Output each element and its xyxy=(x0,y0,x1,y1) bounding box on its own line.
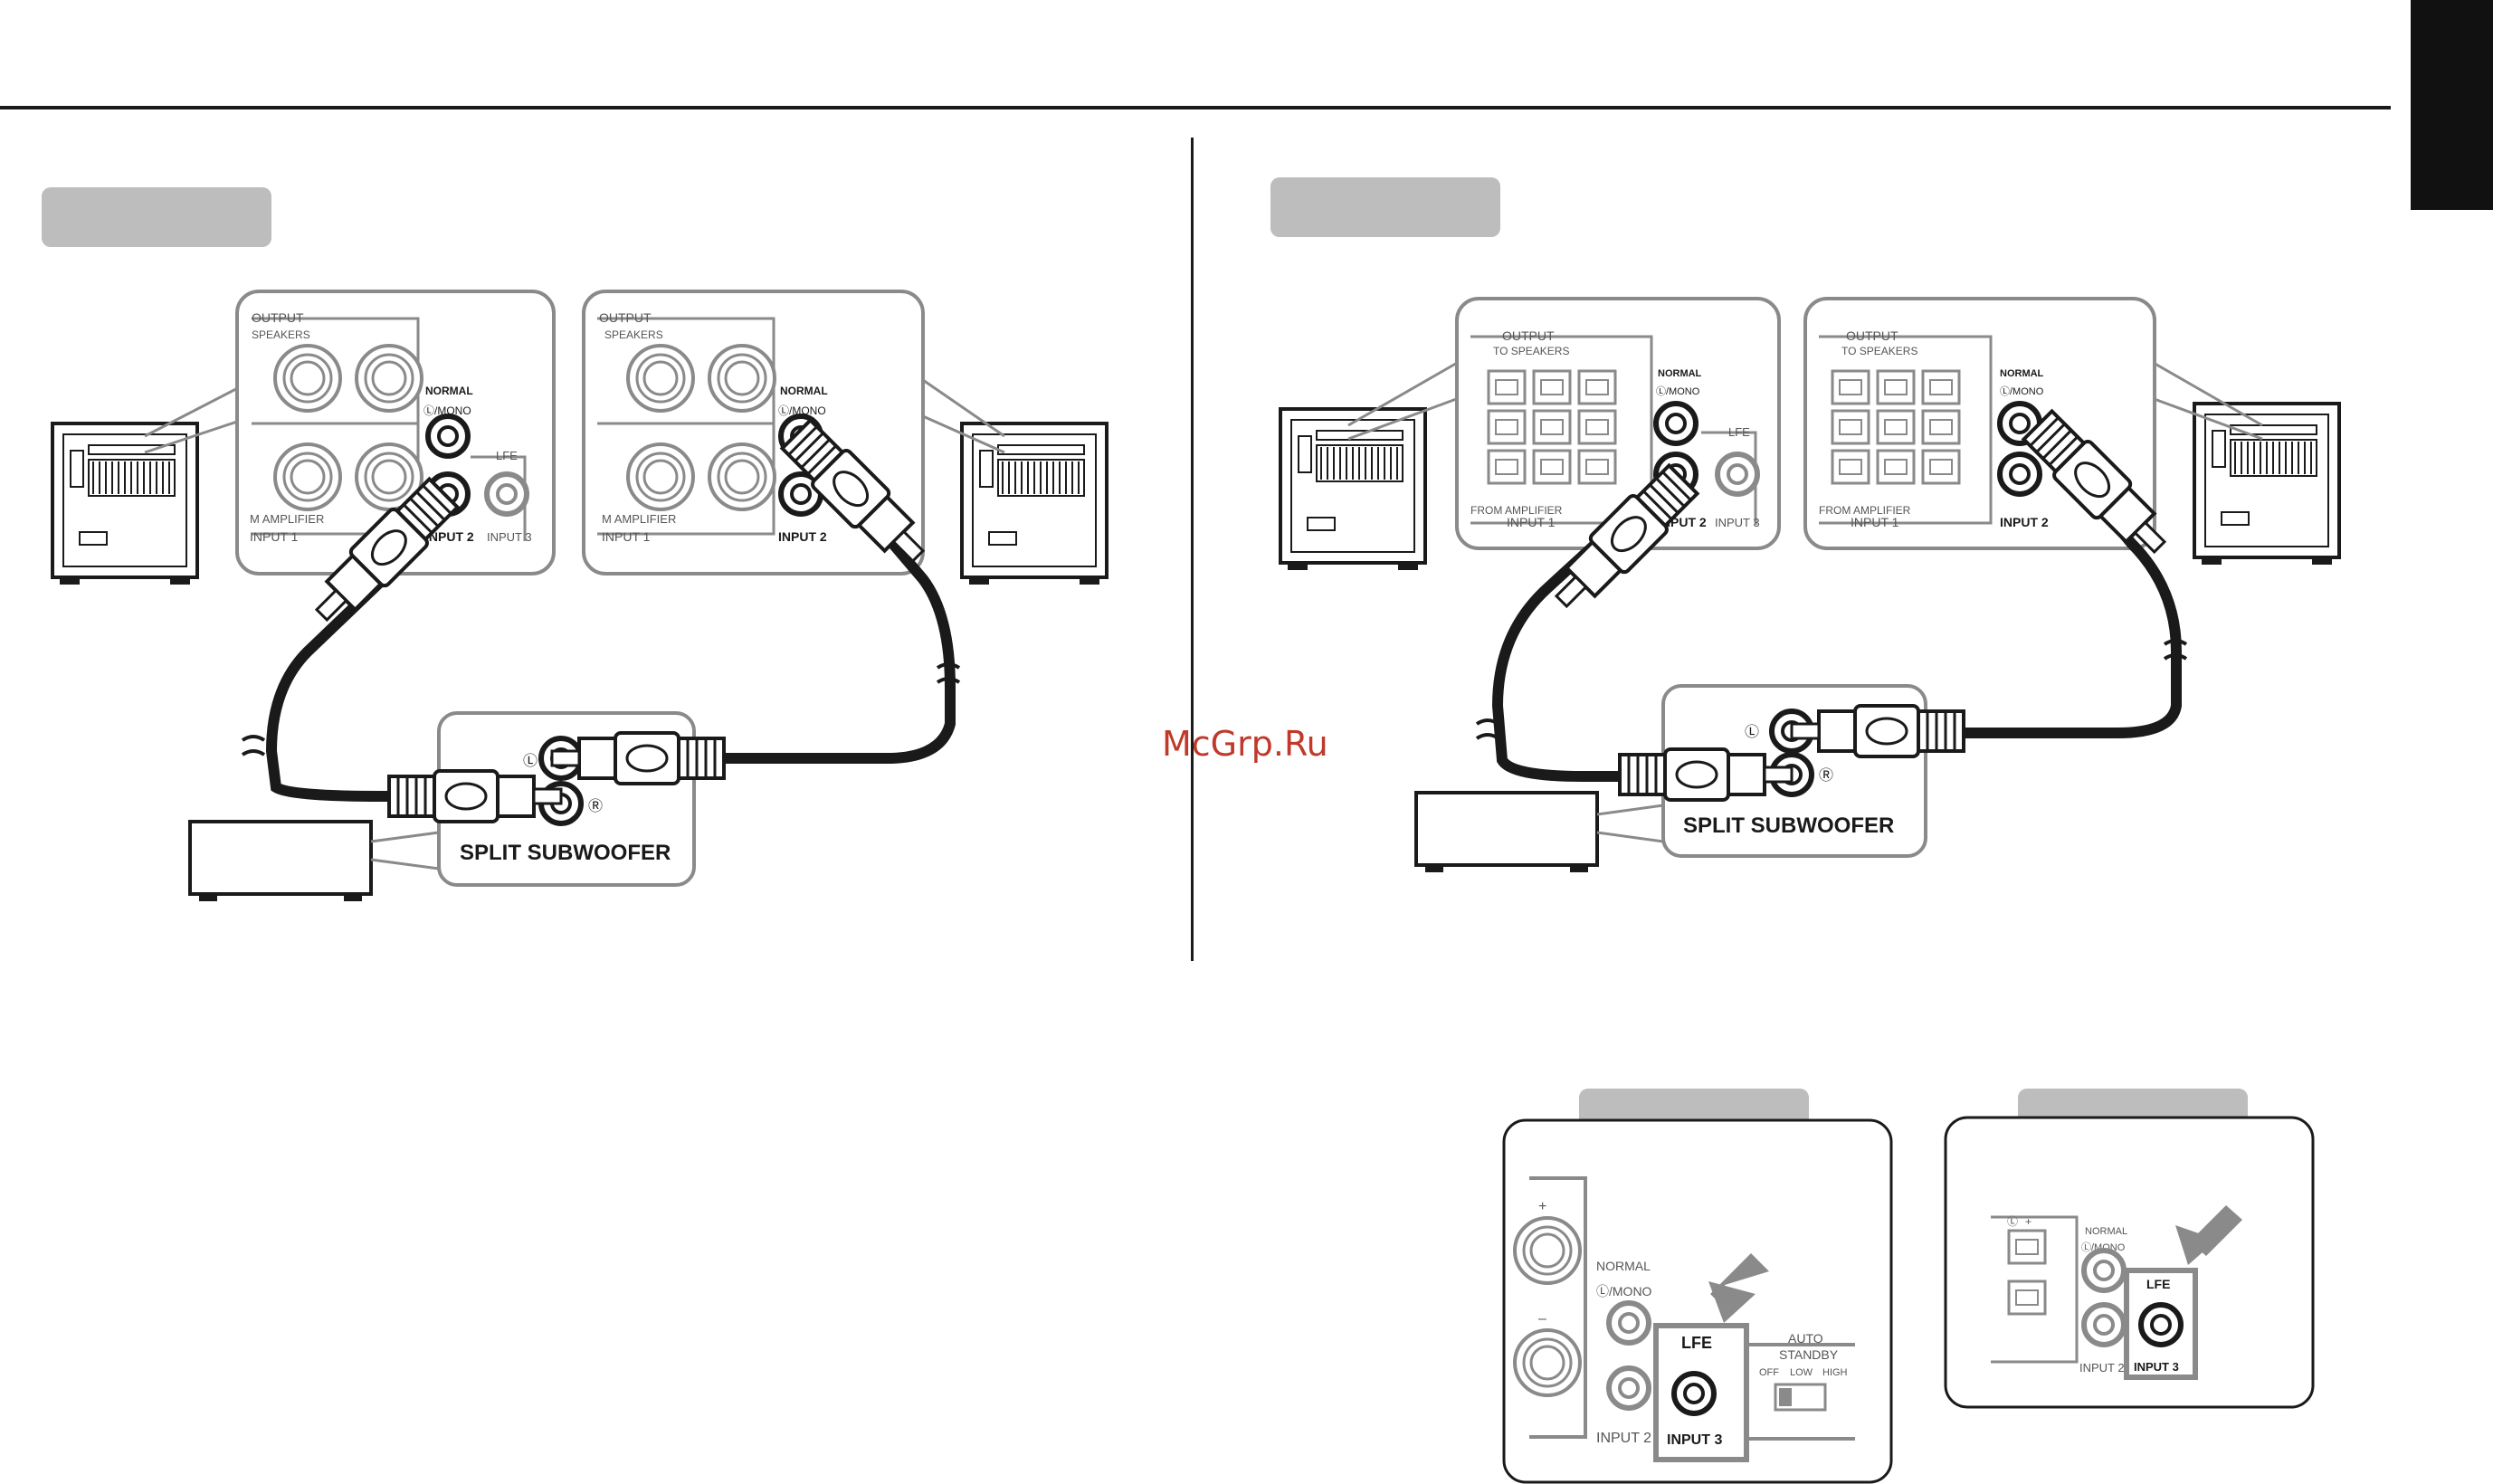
label-input2-d: INPUT 2 xyxy=(2000,515,2049,529)
lfe-highlight-box-2 xyxy=(2124,1268,2198,1380)
label-low-d1: LOW xyxy=(1790,1367,1813,1378)
label-m-amplifier-b: M AMPLIFIER xyxy=(602,512,676,526)
label-normal-c: NORMAL xyxy=(1658,368,1702,379)
label-input2-a: INPUT 2 xyxy=(425,529,474,544)
label-lmono-d2: Ⓛ/MONO xyxy=(2081,1241,2126,1253)
lfe-jack-1 xyxy=(1674,1374,1714,1413)
label-l-d2: Ⓛ xyxy=(2007,1215,2018,1228)
lfe-highlight-box-1 xyxy=(1653,1323,1749,1462)
label-l-left: Ⓛ xyxy=(523,753,538,769)
label-split-subwoofer-right: SPLIT SUBWOOFER xyxy=(1683,813,1894,838)
label-input2-d2: INPUT 2 xyxy=(2079,1361,2125,1375)
label-auto-d1: AUTO xyxy=(1788,1331,1823,1346)
subwoofer-left-a xyxy=(51,422,199,586)
label-input1-a: INPUT 1 xyxy=(250,529,299,544)
label-input2-b: INPUT 2 xyxy=(778,529,827,544)
label-input1-d: INPUT 1 xyxy=(1851,515,1899,529)
label-lmono-d: Ⓛ/MONO xyxy=(2000,385,2044,397)
label-normal-a: NORMAL xyxy=(425,385,473,397)
label-input3-a: INPUT 3 xyxy=(487,530,532,544)
subwoofer-left-b xyxy=(960,422,1109,586)
section-label-right xyxy=(1270,177,1500,237)
label-r-right: Ⓡ xyxy=(1819,767,1833,784)
label-normal-d1: NORMAL xyxy=(1596,1259,1651,1273)
label-input3-d1: INPUT 3 xyxy=(1667,1432,1722,1448)
watermark: McGrp.Ru xyxy=(1162,724,1328,764)
label-output-c: OUTPUT xyxy=(1502,328,1555,343)
amplifier-right xyxy=(1414,791,1599,874)
label-speakers-b: SPEAKERS xyxy=(604,328,663,341)
label-lfe-c: LFE xyxy=(1728,425,1750,439)
label-input1-c: INPUT 1 xyxy=(1507,515,1556,529)
label-from-amplifier-c: FROM AMPLIFIER xyxy=(1470,504,1563,517)
label-input3-d2: INPUT 3 xyxy=(2134,1360,2179,1374)
label-minus-d1: – xyxy=(1538,1311,1546,1327)
label-output-a: OUTPUT xyxy=(252,310,304,325)
label-lfe-d1: LFE xyxy=(1681,1334,1712,1352)
label-input2-d1: INPUT 2 xyxy=(1596,1431,1651,1446)
label-lfe-a: LFE xyxy=(496,449,518,462)
label-normal-b: NORMAL xyxy=(780,385,828,397)
label-input3-c: INPUT 3 xyxy=(1715,516,1760,529)
subwoofer-right-b xyxy=(2193,402,2341,566)
center-divider xyxy=(1191,138,1194,961)
page-tab-marker xyxy=(2411,0,2493,210)
label-m-amplifier-a: M AMPLIFIER xyxy=(250,512,324,526)
label-to-speakers-d: TO SPEAKERS xyxy=(1841,345,1917,357)
label-plus-d1: + xyxy=(1538,1199,1546,1214)
subwoofer-right-a xyxy=(1279,407,1427,572)
label-normal-d2: NORMAL xyxy=(2085,1226,2127,1237)
label-lmono-c: Ⓛ/MONO xyxy=(1656,385,1700,397)
detail-panel-1: + – NORMAL Ⓛ/MONO INPUT 2 LFE INPUT 3 AU… xyxy=(1502,1118,1893,1484)
label-standby-d1: STANDBY xyxy=(1779,1347,1839,1362)
label-output-b: OUTPUT xyxy=(599,310,652,325)
right-diagram: OUTPUT TO SPEAKERS FROM AMPLIFIER INPUT … xyxy=(1279,297,2341,874)
label-to-speakers-c: TO SPEAKERS xyxy=(1493,345,1569,357)
label-lmono-a: Ⓛ/MONO xyxy=(423,404,471,417)
section-label-left xyxy=(42,187,271,247)
label-r-left: Ⓡ xyxy=(588,798,603,814)
label-split-subwoofer-left: SPLIT SUBWOOFER xyxy=(460,841,671,865)
amplifier-left xyxy=(188,820,373,903)
label-lmono-d1: Ⓛ/MONO xyxy=(1596,1284,1652,1298)
label-lfe-d2: LFE xyxy=(2146,1277,2170,1291)
detail-panel-2: Ⓛ + NORMAL Ⓛ/MONO INPUT 2 LFE INPUT 3 xyxy=(1944,1116,2315,1409)
label-speakers-a: SPEAKERS xyxy=(252,328,310,341)
header-rule xyxy=(0,106,2391,109)
label-lmono-b: Ⓛ/MONO xyxy=(778,404,826,417)
label-plus-d2: + xyxy=(2025,1215,2032,1228)
label-output-d: OUTPUT xyxy=(1846,328,1898,343)
lfe-jack-2 xyxy=(2141,1305,2181,1345)
label-off-d1: OFF xyxy=(1759,1367,1779,1378)
label-from-amplifier-d: FROM AMPLIFIER xyxy=(1819,504,1911,517)
left-diagram: OUTPUT SPEAKERS M AMPLIFIER INPUT 1 NORM… xyxy=(51,290,1109,903)
label-high-d1: HIGH xyxy=(1822,1367,1848,1378)
label-input1-b: INPUT 1 xyxy=(602,529,651,544)
label-l-right: Ⓛ xyxy=(1745,724,1759,740)
label-normal-d: NORMAL xyxy=(2000,368,2044,379)
